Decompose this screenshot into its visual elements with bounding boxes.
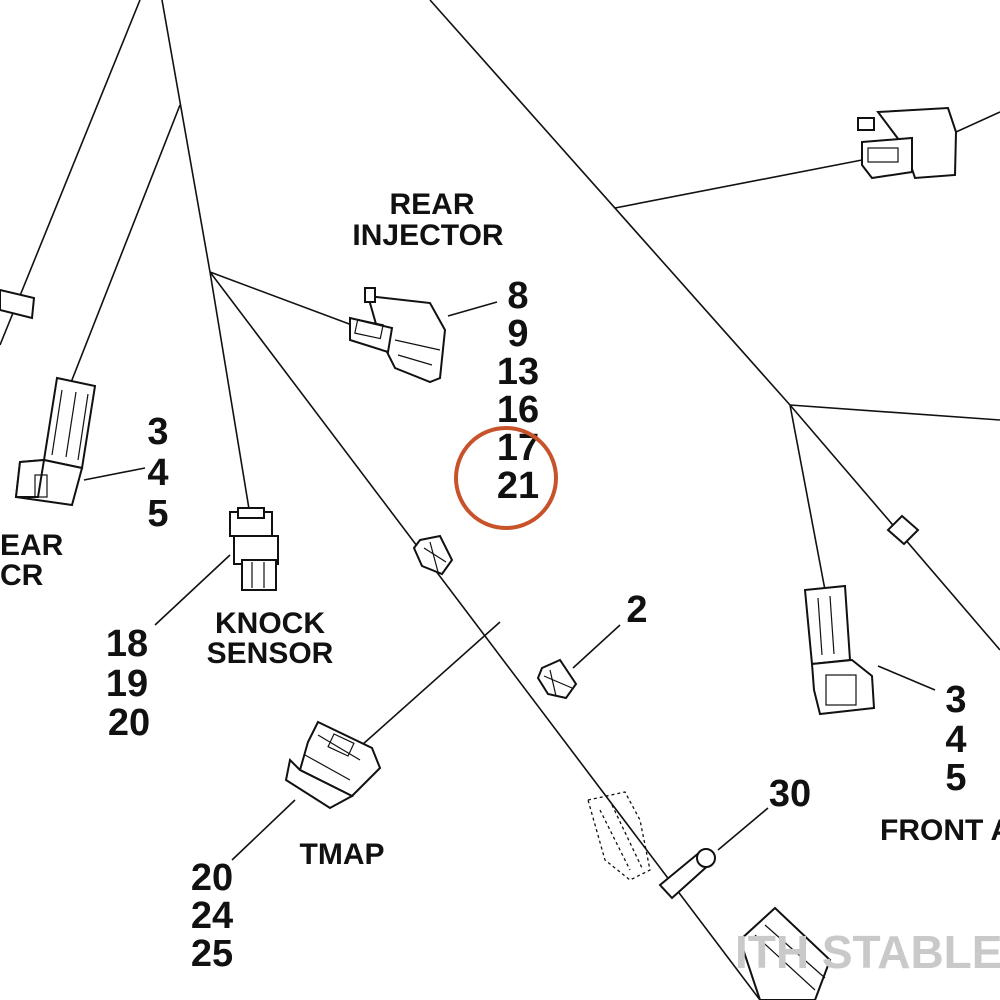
tmap-connector [284,720,382,810]
front-connector [803,584,876,716]
callout-number: 4 [945,719,966,761]
callout-number: 20 [191,857,233,899]
knock-sensor-label: SENSOR [207,637,334,670]
callout-number: 25 [191,933,233,975]
bottom-connector [738,906,832,1000]
bolt-and-sensor [587,791,716,900]
callout-number: 16 [497,389,539,431]
component-labels: REAR INJECTOR KNOCK SENSOR TMAP EAR CR F… [0,188,1000,871]
top-right-connector [857,106,958,180]
callout-number: 13 [497,351,539,393]
rear-cr-label: EAR [0,529,64,562]
harness-clip-upper [412,534,454,576]
front-ac-label: FRONT AC [880,814,1000,847]
right-wire-clip [886,514,920,546]
callout-number: 3 [945,679,966,721]
callout-number: 30 [769,773,811,815]
knock-sensor-label: KNOCK [215,607,325,640]
callout-number: 2 [626,589,647,631]
callout-number: 9 [507,313,528,355]
harness-clip-lower [536,658,578,700]
left-connector [14,376,97,507]
rear-injector-label: INJECTOR [352,219,503,252]
callout-numbers: 8 9 13 16 17 21 3 4 5 18 19 20 2 30 20 2… [106,275,967,975]
watermark: ITH STABLE [735,926,1000,978]
callout-number: 18 [106,623,148,665]
callout-number: 5 [147,493,168,535]
callout-number: 19 [106,663,148,705]
leader-lines [83,301,936,861]
rear-cr-label: CR [0,559,44,592]
rear-injector-label: REAR [389,188,474,221]
callout-number: 21 [497,465,539,507]
callout-number: 5 [945,757,966,799]
callout-number: 17 [497,427,539,469]
callout-number: 8 [507,275,528,317]
callout-number: 24 [191,895,233,937]
highlight-circle [454,426,558,530]
callout-number: 20 [108,702,150,744]
tmap-label: TMAP [300,838,385,871]
callout-number: 4 [147,452,168,494]
rear-injector-connector [349,287,447,384]
left-edge-clip [0,288,36,320]
knock-sensor-connector [229,507,279,591]
callout-number: 3 [147,411,168,453]
